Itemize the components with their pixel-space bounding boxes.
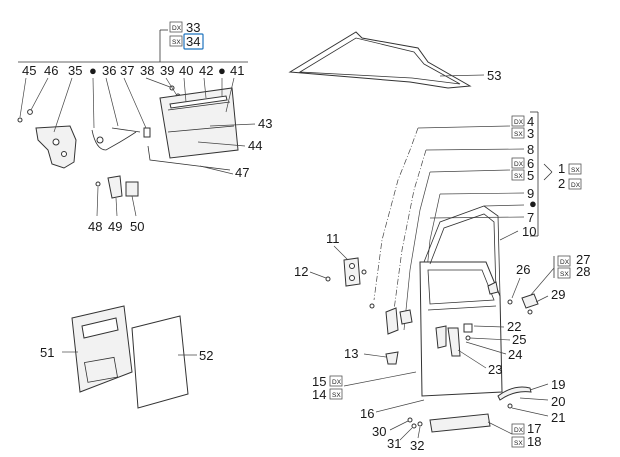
tag-sx-text: SX (172, 39, 181, 46)
part-label-27[interactable]: 27 (576, 252, 590, 267)
part-label-22[interactable]: 22 (507, 319, 521, 334)
roof-panel-group: 53 (288, 31, 501, 89)
part-label-47[interactable]: 47 (235, 165, 249, 180)
svg-text:SX: SX (514, 131, 523, 138)
dot-marker: ● (218, 63, 226, 78)
svg-text:SX: SX (571, 167, 580, 174)
part-label-32[interactable]: 32 (410, 438, 424, 453)
part-label-24[interactable]: 24 (508, 347, 522, 362)
tag-dx-text: DX (172, 25, 182, 32)
part-label-10[interactable]: 10 (522, 224, 536, 239)
part-label-31[interactable]: 31 (387, 436, 401, 451)
outer-trim-panel (131, 315, 189, 409)
hinge-shape (343, 257, 361, 287)
regulator-bracket-shape (35, 125, 77, 169)
latch-plate (463, 323, 473, 333)
clip-shape (143, 127, 151, 138)
part-label-19[interactable]: 19 (551, 377, 565, 392)
part-label-26[interactable]: 26 (516, 262, 530, 277)
stopper-shape (385, 351, 399, 365)
part-label-17[interactable]: 17 (527, 421, 541, 436)
part-label-12[interactable]: 12 (294, 264, 308, 279)
part-label-38[interactable]: 38 (140, 63, 154, 78)
door-assembly-group: DX 4 SX 3 8 DX 6 SX 5 1 SX 2 DX 9 ● 7 10 (294, 111, 590, 453)
svg-text:DX: DX (514, 161, 524, 168)
svg-text:SX: SX (560, 271, 569, 278)
inner-trim-panel (71, 305, 133, 393)
part-label-46[interactable]: 46 (44, 63, 58, 78)
part-label-28[interactable]: 28 (576, 264, 590, 279)
lock-rod-shape (447, 327, 461, 357)
part-label-42[interactable]: 42 (199, 63, 213, 78)
part-label-30[interactable]: 30 (372, 424, 386, 439)
part-label-18[interactable]: 18 (527, 434, 541, 449)
svg-text:SX: SX (514, 440, 523, 447)
part-label-16[interactable]: 16 (360, 406, 374, 421)
part-label-45[interactable]: 45 (22, 63, 36, 78)
door-check-shape (521, 293, 539, 309)
tag-sx-34 (169, 35, 183, 47)
part-label-37[interactable]: 37 (120, 63, 134, 78)
part-label-44[interactable]: 44 (248, 138, 262, 153)
trim-panels-group: 51 52 (40, 305, 213, 409)
dot-marker: ● (89, 63, 97, 78)
door-trim-strip (429, 413, 491, 433)
part-label-5[interactable]: 5 (527, 168, 534, 183)
part-label-8[interactable]: 8 (527, 142, 534, 157)
part-label-53[interactable]: 53 (487, 68, 501, 83)
part-label-25[interactable]: 25 (512, 332, 526, 347)
part-label-6[interactable]: 6 (527, 156, 534, 171)
part-label-2[interactable]: 2 (558, 176, 565, 191)
hinge-bracket-shape (107, 175, 123, 199)
part-label-48[interactable]: 48 (88, 219, 102, 234)
part-label-11[interactable]: 11 (326, 231, 340, 246)
cable-shape (91, 129, 137, 151)
part-label-49[interactable]: 49 (108, 219, 122, 234)
part-label-35[interactable]: 35 (68, 63, 82, 78)
part-label-1[interactable]: 1 (558, 161, 565, 176)
door-handle-shape (497, 386, 532, 401)
part-label-33[interactable]: 33 (186, 20, 200, 35)
plate-shape (125, 181, 139, 197)
part-label-9[interactable]: 9 (527, 186, 534, 201)
part-label-29[interactable]: 29 (551, 287, 565, 302)
part-label-34[interactable]: 34 (186, 34, 200, 49)
svg-text:DX: DX (332, 379, 342, 386)
door-shell (419, 261, 503, 397)
svg-text:DX: DX (514, 427, 524, 434)
tag-dx-33 (169, 21, 183, 33)
part-label-15[interactable]: 15 (312, 374, 326, 389)
part-label-7[interactable]: 7 (527, 210, 534, 225)
svg-text:SX: SX (514, 173, 523, 180)
screw-icon (17, 117, 23, 123)
part-label-23[interactable]: 23 (488, 362, 502, 377)
part-label-52[interactable]: 52 (199, 348, 213, 363)
svg-text:DX: DX (514, 119, 524, 126)
part-label-36[interactable]: 36 (102, 63, 116, 78)
svg-text:DX: DX (571, 182, 581, 189)
roof-panel-shape (288, 31, 472, 89)
part-label-14[interactable]: 14 (312, 387, 326, 402)
part-label-3[interactable]: 3 (527, 126, 534, 141)
part-label-20[interactable]: 20 (551, 394, 565, 409)
washer-icon (27, 109, 33, 115)
part-34-highlight (183, 33, 204, 50)
part-label-51[interactable]: 51 (40, 345, 54, 360)
window-assembly-group: DX SX 33 34 45 46 35 ● 36 37 38 39 40 42… (17, 20, 272, 234)
part-label-50[interactable]: 50 (130, 219, 144, 234)
part-label-4[interactable]: 4 (527, 114, 534, 129)
svg-text:DX: DX (560, 259, 570, 266)
part-label-40[interactable]: 40 (179, 63, 193, 78)
part-label-41[interactable]: 41 (230, 63, 244, 78)
door-seal-inner (393, 149, 427, 311)
dot-marker: ● (529, 196, 537, 211)
part-label-39[interactable]: 39 (160, 63, 174, 78)
part-label-43[interactable]: 43 (258, 116, 272, 131)
part-label-21[interactable]: 21 (551, 410, 565, 425)
door-seal-outer (373, 127, 419, 301)
part-label-13[interactable]: 13 (344, 346, 358, 361)
svg-text:SX: SX (332, 392, 341, 399)
